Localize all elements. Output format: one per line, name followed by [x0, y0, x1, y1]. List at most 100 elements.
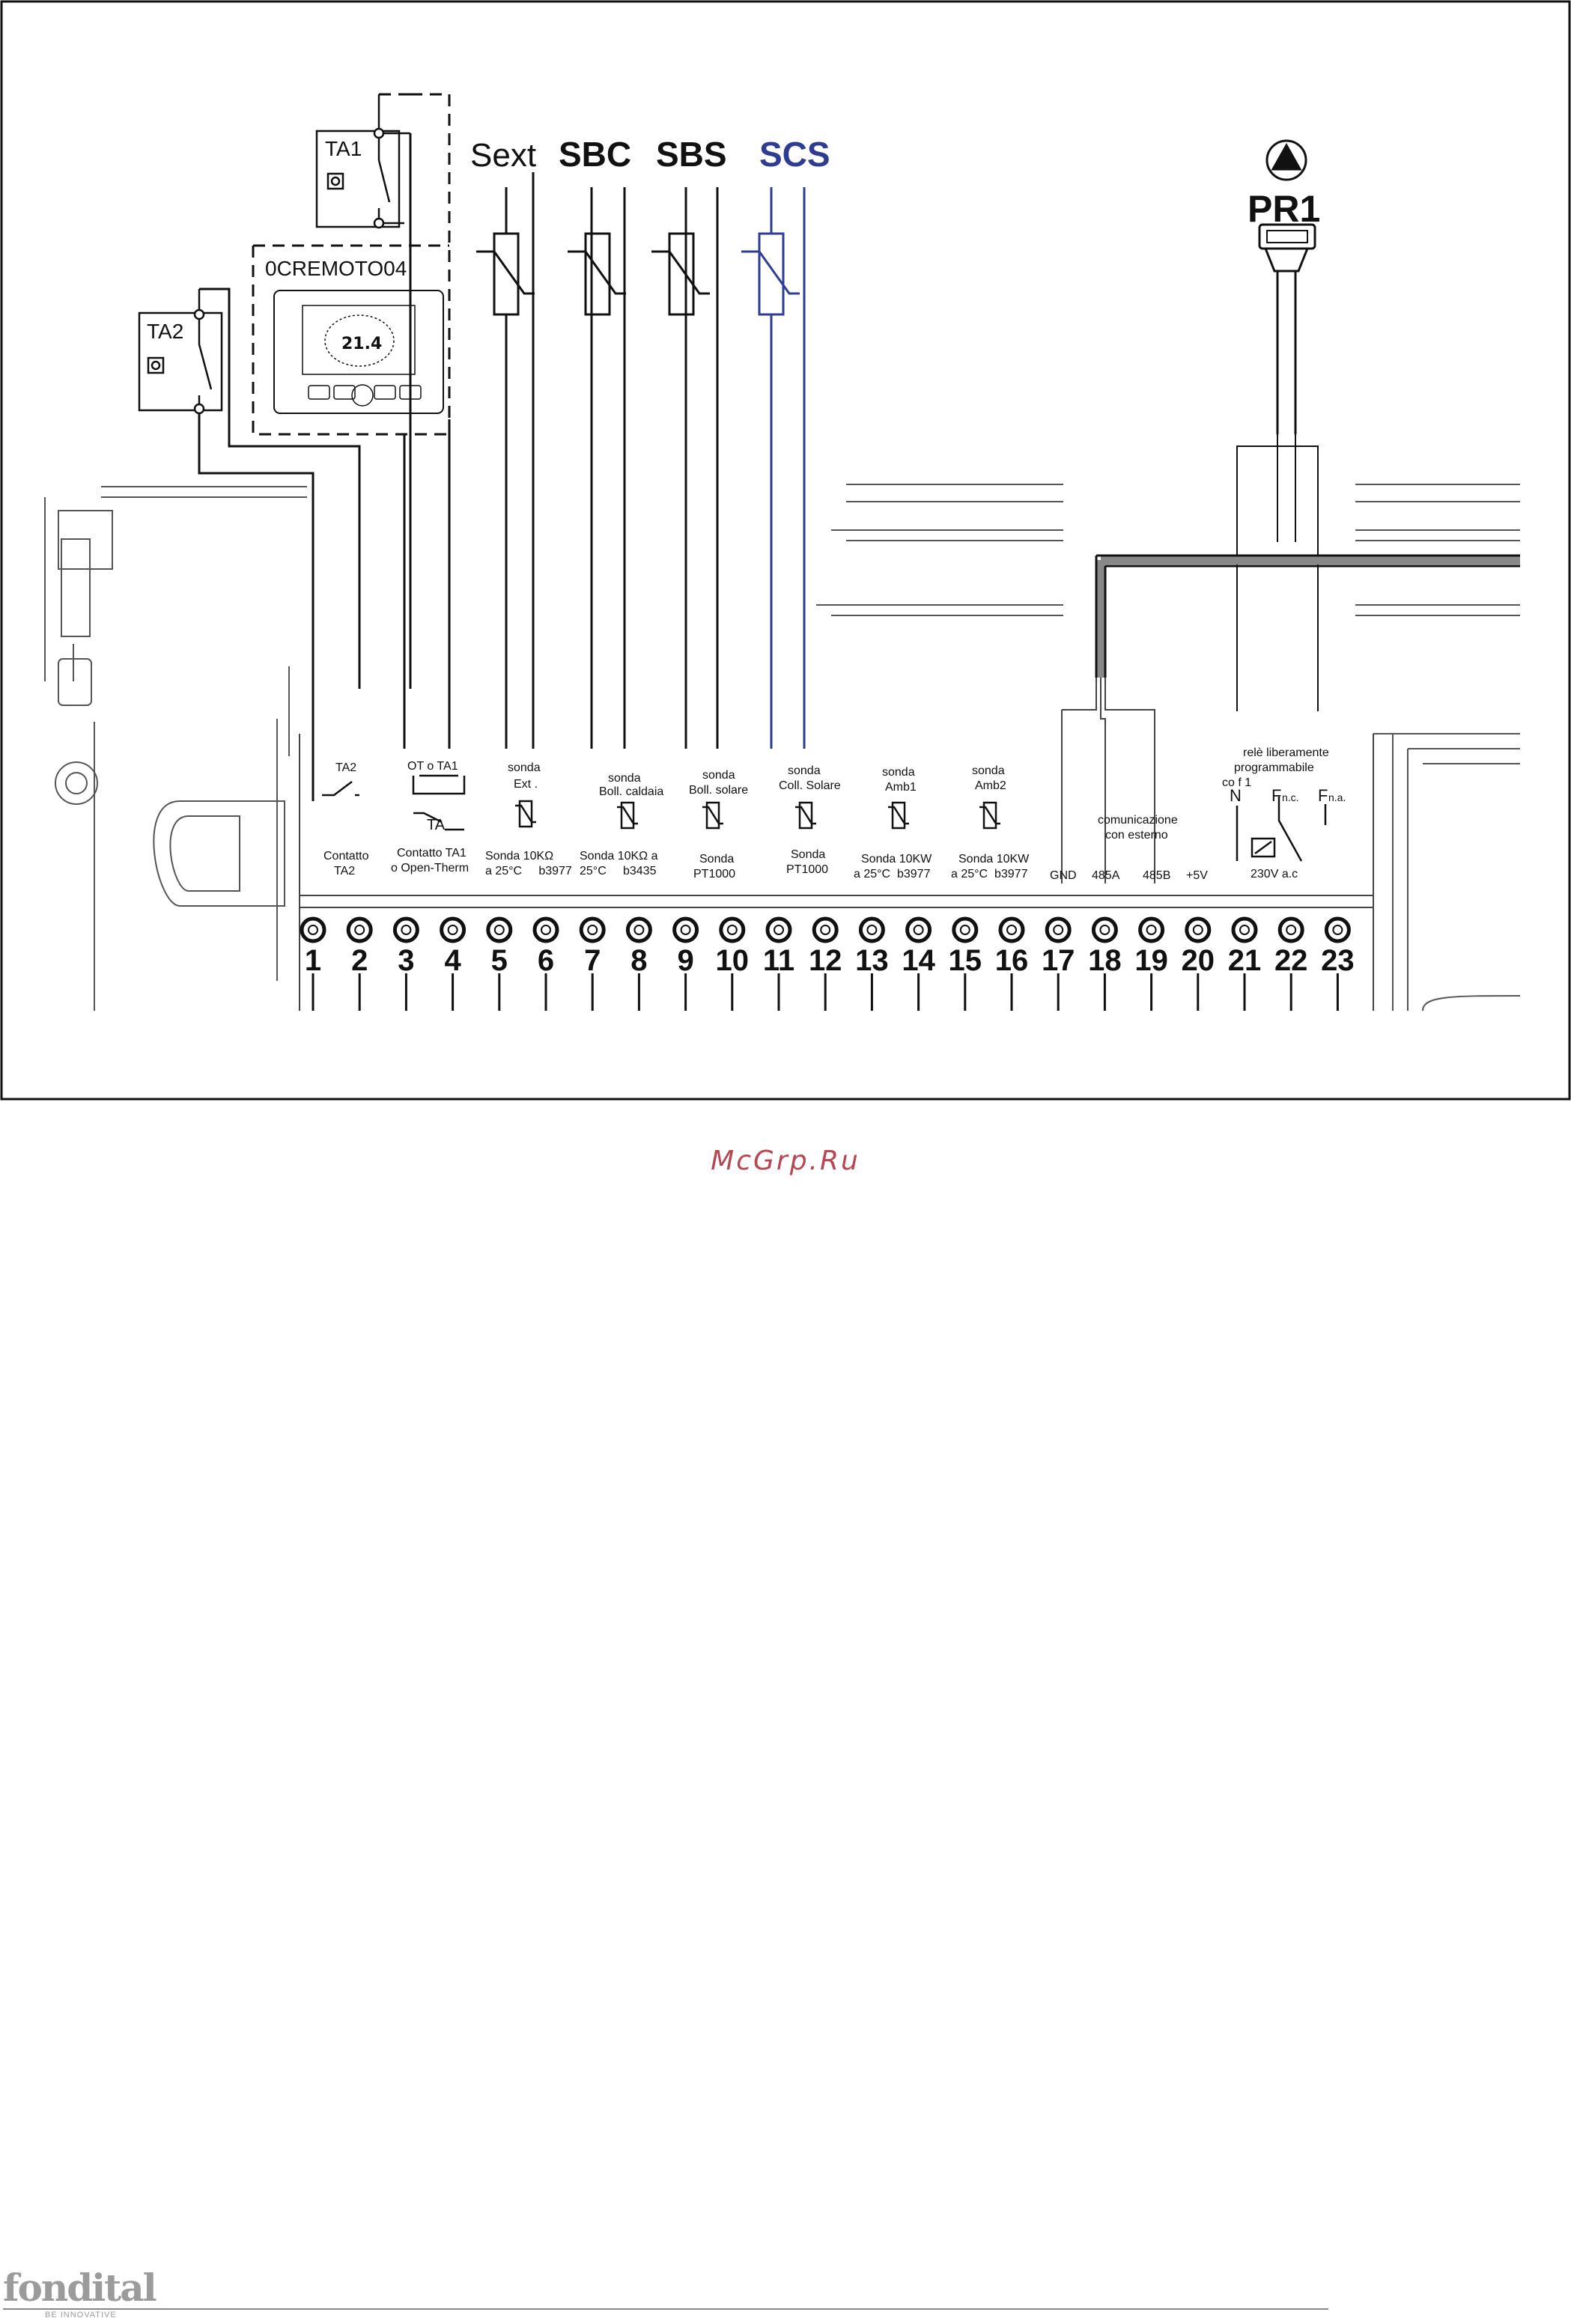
- sensor-scs: [741, 187, 806, 749]
- terminal-number: 17: [1042, 944, 1075, 977]
- amb2-head1: sonda: [972, 764, 1005, 777]
- plus5v-label: +5V: [1186, 869, 1208, 882]
- sensor-sbc: [568, 187, 626, 749]
- sensor-label-sbc: SBC: [559, 135, 631, 174]
- coll-solare-head2: Coll. Solare: [779, 779, 841, 792]
- terminal-number: 15: [949, 944, 982, 977]
- terminal-number: 13: [855, 944, 889, 977]
- terminal-10: 10: [716, 916, 750, 1011]
- wiring-diagram: TA1 21.4 0CREMOTO04 TA2: [0, 0, 1571, 1101]
- ta1-label: TA1: [325, 137, 362, 160]
- ot-line2: o Open-Therm: [391, 862, 469, 874]
- remote-control: 21.4: [252, 244, 449, 436]
- fondital-tagline: BE INNOVATIVE: [45, 2311, 117, 2320]
- terminal-5: 5: [486, 916, 513, 1011]
- pump-label: PR1: [1248, 188, 1320, 230]
- terminal-15: 15: [949, 916, 982, 1011]
- terminal-number: 20: [1182, 944, 1215, 977]
- terminal-number: 16: [995, 944, 1029, 977]
- fondital-logo: fondital: [3, 2266, 157, 2310]
- ta2-thermostat: [138, 288, 361, 801]
- boll-solare-line2: PT1000: [693, 868, 735, 880]
- svg-text:21.4: 21.4: [341, 335, 382, 353]
- amb1-line2: a 25°C b3977: [854, 868, 931, 880]
- terminal-22: 22: [1274, 916, 1308, 1011]
- sensor-sbs: [651, 187, 719, 749]
- terminal-7: 7: [579, 916, 606, 1011]
- boll-caldaia-line1: Sonda 10KΩ a: [580, 850, 658, 863]
- n-label: N: [1230, 786, 1242, 805]
- sensor-label-sext: Sext: [470, 137, 536, 174]
- ta2-label: TA2: [147, 320, 183, 343]
- a485-label: 485A: [1092, 869, 1120, 882]
- ta-box-label: TA: [427, 817, 446, 833]
- terminal-20: 20: [1182, 916, 1215, 1011]
- terminal-number: 3: [398, 944, 414, 977]
- terminal-number: 1: [305, 944, 321, 977]
- terminal-8: 8: [625, 916, 652, 1011]
- sensor-label-scs: SCS: [759, 135, 830, 174]
- terminal-11: 11: [763, 916, 794, 1011]
- terminal-number: 14: [902, 944, 935, 977]
- boll-caldaia-head2: Boll. caldaia: [599, 785, 663, 798]
- terminal-number: 9: [677, 944, 693, 977]
- terminal-3: 3: [392, 916, 419, 1011]
- contatto-ta2-symbol-label: TA2: [335, 761, 356, 774]
- amb1-head1: sonda: [882, 766, 915, 779]
- gnd-label: GND: [1050, 869, 1077, 882]
- amb2-line2: a 25°C b3977: [951, 868, 1028, 880]
- pump-pr1: [1236, 139, 1319, 711]
- coll-solare-line1: Sonda: [791, 848, 825, 861]
- contatto-ta2-line2: TA2: [334, 865, 355, 877]
- terminal-16: 16: [995, 916, 1029, 1011]
- terminal-number: 12: [809, 944, 842, 977]
- amb2-head2: Amb2: [975, 779, 1006, 792]
- terminal-6: 6: [532, 916, 559, 1011]
- v230-label: 230V a.c: [1251, 868, 1298, 880]
- terminal-9: 9: [672, 916, 699, 1011]
- terminal-19: 19: [1134, 916, 1168, 1011]
- terminal-18: 18: [1088, 916, 1122, 1011]
- terminal-number: 19: [1134, 944, 1168, 977]
- terminal-labels: TA2 Contatto TA2 OT o TA1 TA Contatto TA…: [323, 746, 1346, 882]
- ta1-thermostat: [315, 93, 451, 689]
- terminal-number: 22: [1274, 944, 1308, 977]
- rele-line2: programmabile: [1234, 761, 1314, 774]
- terminal-13: 13: [855, 916, 889, 1011]
- rele-line3: co f 1: [1222, 776, 1251, 789]
- sensor-sext: [476, 172, 535, 749]
- b485-label: 485B: [1143, 869, 1170, 882]
- boll-solare-head2: Boll. solare: [689, 784, 748, 797]
- watermark: McGrp.Ru: [711, 1146, 860, 1176]
- terminal-17: 17: [1042, 916, 1075, 1011]
- terminal-1: 1: [300, 916, 326, 1011]
- boll-caldaia-head1: sonda: [608, 772, 641, 785]
- fna-sub: n.a.: [1328, 791, 1346, 803]
- ot-head: OT o TA1: [407, 760, 458, 773]
- terminal-number: 7: [584, 944, 601, 977]
- terminal-number: 5: [491, 944, 508, 977]
- terminal-4: 4: [440, 916, 467, 1011]
- terminal-number: 2: [351, 944, 368, 977]
- remote-label: 0CREMOTO04: [265, 257, 407, 280]
- terminal-12: 12: [809, 916, 842, 1011]
- comm-line2: con esterno: [1105, 829, 1168, 842]
- ext-head1: sonda: [508, 761, 541, 774]
- coll-solare-line2: PT1000: [786, 863, 828, 876]
- boll-solare-head1: sonda: [702, 769, 735, 782]
- terminal-23: 23: [1321, 916, 1355, 1011]
- fna-f: F: [1318, 786, 1328, 805]
- ot-line1: Contatto TA1: [397, 847, 467, 860]
- ext-head2: Ext .: [514, 778, 538, 791]
- amb1-line1: Sonda 10KW: [861, 853, 932, 866]
- terminal-number: 4: [444, 944, 461, 977]
- terminal-number: 10: [716, 944, 750, 977]
- boll-solare-line1: Sonda: [699, 853, 734, 866]
- terminal-number: 21: [1228, 944, 1262, 977]
- amb2-line1: Sonda 10KW: [958, 853, 1030, 866]
- ext-line1: Sonda 10KΩ: [485, 850, 553, 863]
- coll-solare-head1: sonda: [788, 764, 821, 777]
- amb1-head2: Amb1: [885, 781, 917, 794]
- fnc-sub: n.c.: [1282, 791, 1299, 803]
- rele-line1: relè liberamente: [1243, 746, 1329, 759]
